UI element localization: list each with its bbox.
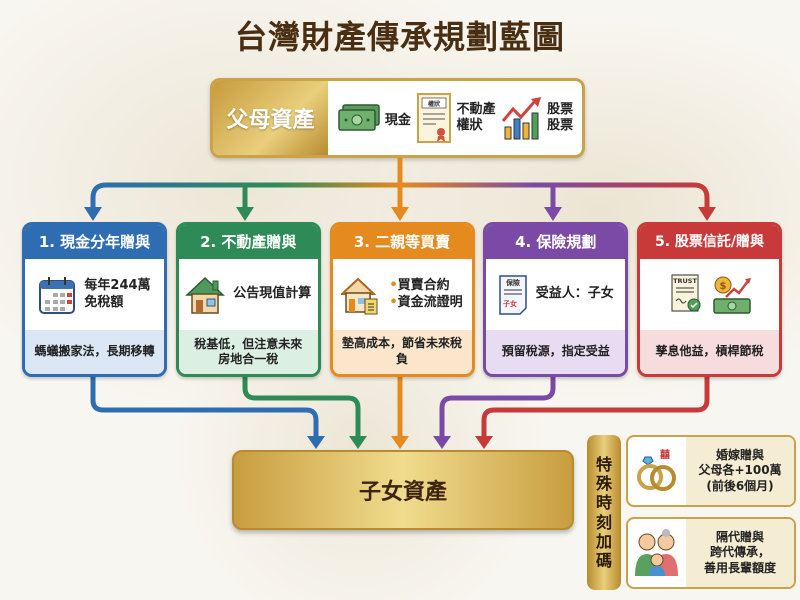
money-growth-icon: $ xyxy=(712,275,752,315)
card-header: 4. 保險規劃 xyxy=(486,225,626,259)
bullet-icon: • xyxy=(389,294,398,310)
cash-label: 現金 xyxy=(384,112,411,128)
house-contract-icon xyxy=(341,275,381,315)
child-assets-box: 子女資產 xyxy=(232,450,574,530)
card-footer: 稅基低，但注意未來 xyxy=(194,337,303,351)
deed-label-line: 不動產 xyxy=(456,101,496,117)
deed-label-line: 權狀 xyxy=(456,118,483,133)
special-line: 善用長輩額度 xyxy=(703,560,776,575)
strategy-cards: 1. 現金分年贈與 每年244萬免稅額 螞蟻搬家法，長期移轉 2. 不動產贈與 … xyxy=(22,222,782,377)
card-footer: 螞蟻搬家法，長期移轉 xyxy=(34,344,155,359)
grandparents-icon xyxy=(632,528,682,578)
svg-text:權狀: 權狀 xyxy=(428,100,441,108)
card-header: 2. 不動產贈與 xyxy=(178,225,318,259)
insurance-document-icon: 保險子女 xyxy=(498,274,528,316)
parent-assets-label: 父母資產 xyxy=(213,81,328,155)
stocks-label-line: 股票 xyxy=(547,118,574,133)
card-header: 3. 二親等買賣 xyxy=(332,225,472,259)
svg-text:子女: 子女 xyxy=(503,299,517,308)
stock-chart-icon xyxy=(501,95,543,141)
calendar-icon xyxy=(38,275,76,315)
house-icon xyxy=(185,275,226,315)
tag-char: 殊 xyxy=(595,474,612,494)
strategy-card-relative-sale: 3. 二親等買賣 •買賣合約•資金流證明 墊高成本，節省未來稅負 xyxy=(329,222,475,377)
wedding-rings-icon: 囍 xyxy=(635,447,679,495)
card-footer: 墊高成本，節省未來稅負 xyxy=(341,336,462,366)
svg-text:TRUST: TRUST xyxy=(673,277,697,285)
tag-char: 碼 xyxy=(595,550,612,570)
special-occasions-tag: 特 殊 時 刻 加 碼 xyxy=(587,435,621,590)
card-footer: 預留稅源，指定受益 xyxy=(501,344,610,359)
svg-text:$: $ xyxy=(719,281,726,292)
special-item-generation-skip-gift: 隔代贈與 跨代傳承， 善用長輩額度 xyxy=(626,517,796,589)
card-body-line: 買賣合約 xyxy=(397,278,450,294)
tag-char: 時 xyxy=(595,493,612,513)
special-line: (前後6個月) xyxy=(706,478,774,493)
stocks-label-line: 股票 xyxy=(547,101,574,117)
parent-assets-box: 父母資產 現金 權狀 不動產權狀 股票股票 xyxy=(210,78,585,158)
page-title: 台灣財產傳承規劃藍圖 xyxy=(234,18,565,56)
parent-item-deed: 權狀 不動產權狀 xyxy=(416,92,495,144)
parent-item-cash: 現金 xyxy=(337,103,411,133)
card-body-line: 免稅額 xyxy=(84,294,124,310)
deed-icon: 權狀 xyxy=(416,92,452,144)
strategy-card-insurance: 4. 保險規劃 保險子女 受益人：子女 預留稅源，指定受益 xyxy=(483,222,629,377)
card-body-line: 公告現值計算 xyxy=(233,286,312,302)
special-item-wedding-gift: 囍 婚嫁贈與 父母各+100萬 (前後6個月) xyxy=(626,435,796,507)
card-footer: 房地合一稅 xyxy=(218,352,279,366)
cash-icon xyxy=(337,103,381,133)
card-body-line: 資金流證明 xyxy=(397,294,463,310)
special-line: 跨代傳承， xyxy=(709,545,770,560)
parent-item-stocks: 股票股票 xyxy=(501,95,573,141)
card-body-line: 受益人：子女 xyxy=(535,286,614,302)
card-header: 5. 股票信託/贈與 xyxy=(640,225,779,259)
strategy-card-stock-trust: 5. 股票信託/贈與 TRUST $ 孳息他益，槓桿節稅 xyxy=(637,222,782,377)
strategy-card-cash-gift: 1. 現金分年贈與 每年244萬免稅額 螞蟻搬家法，長期移轉 xyxy=(22,222,167,377)
special-line: 父母各+100萬 xyxy=(698,463,782,478)
tag-char: 加 xyxy=(595,531,612,551)
trust-document-icon: TRUST xyxy=(668,273,704,317)
tag-char: 特 xyxy=(595,454,612,474)
strategy-card-real-estate-gift: 2. 不動產贈與 公告現值計算 稅基低，但注意未來房地合一稅 xyxy=(175,222,321,377)
special-line: 隔代贈與 xyxy=(715,529,764,544)
card-body-line: 每年244萬 xyxy=(84,278,151,294)
tag-char: 刻 xyxy=(595,512,612,532)
bullet-icon: • xyxy=(389,278,398,294)
card-footer: 孳息他益，槓桿節稅 xyxy=(655,344,764,359)
card-header: 1. 現金分年贈與 xyxy=(25,225,164,259)
svg-text:保險: 保險 xyxy=(505,278,520,287)
svg-text:囍: 囍 xyxy=(660,448,670,461)
special-line: 婚嫁贈與 xyxy=(715,447,764,462)
